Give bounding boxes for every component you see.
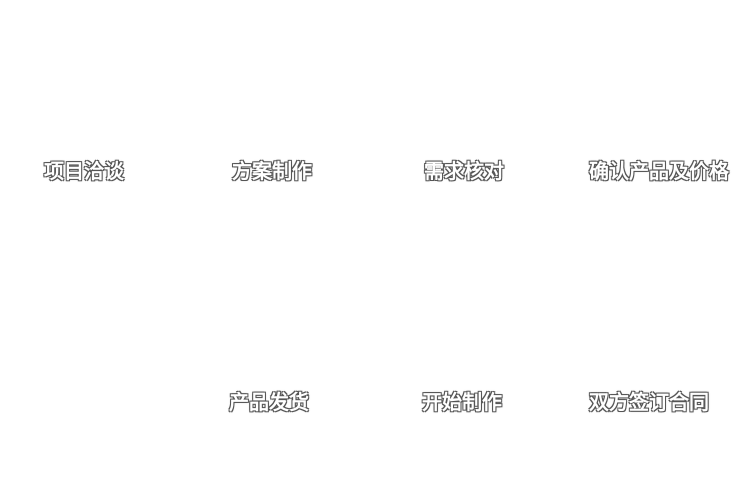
- step-label-start-production: 开始制作: [422, 390, 502, 414]
- step-label-plan-creation: 方案制作: [232, 159, 312, 183]
- step-label-product-shipping: 产品发货: [229, 390, 309, 414]
- step-label-project-negotiation: 项目洽谈: [44, 159, 124, 183]
- step-label-requirement-check: 需求核对: [424, 159, 504, 183]
- step-label-sign-contract: 双方签订合同: [589, 390, 709, 414]
- step-label-confirm-product-price: 确认产品及价格: [589, 159, 729, 183]
